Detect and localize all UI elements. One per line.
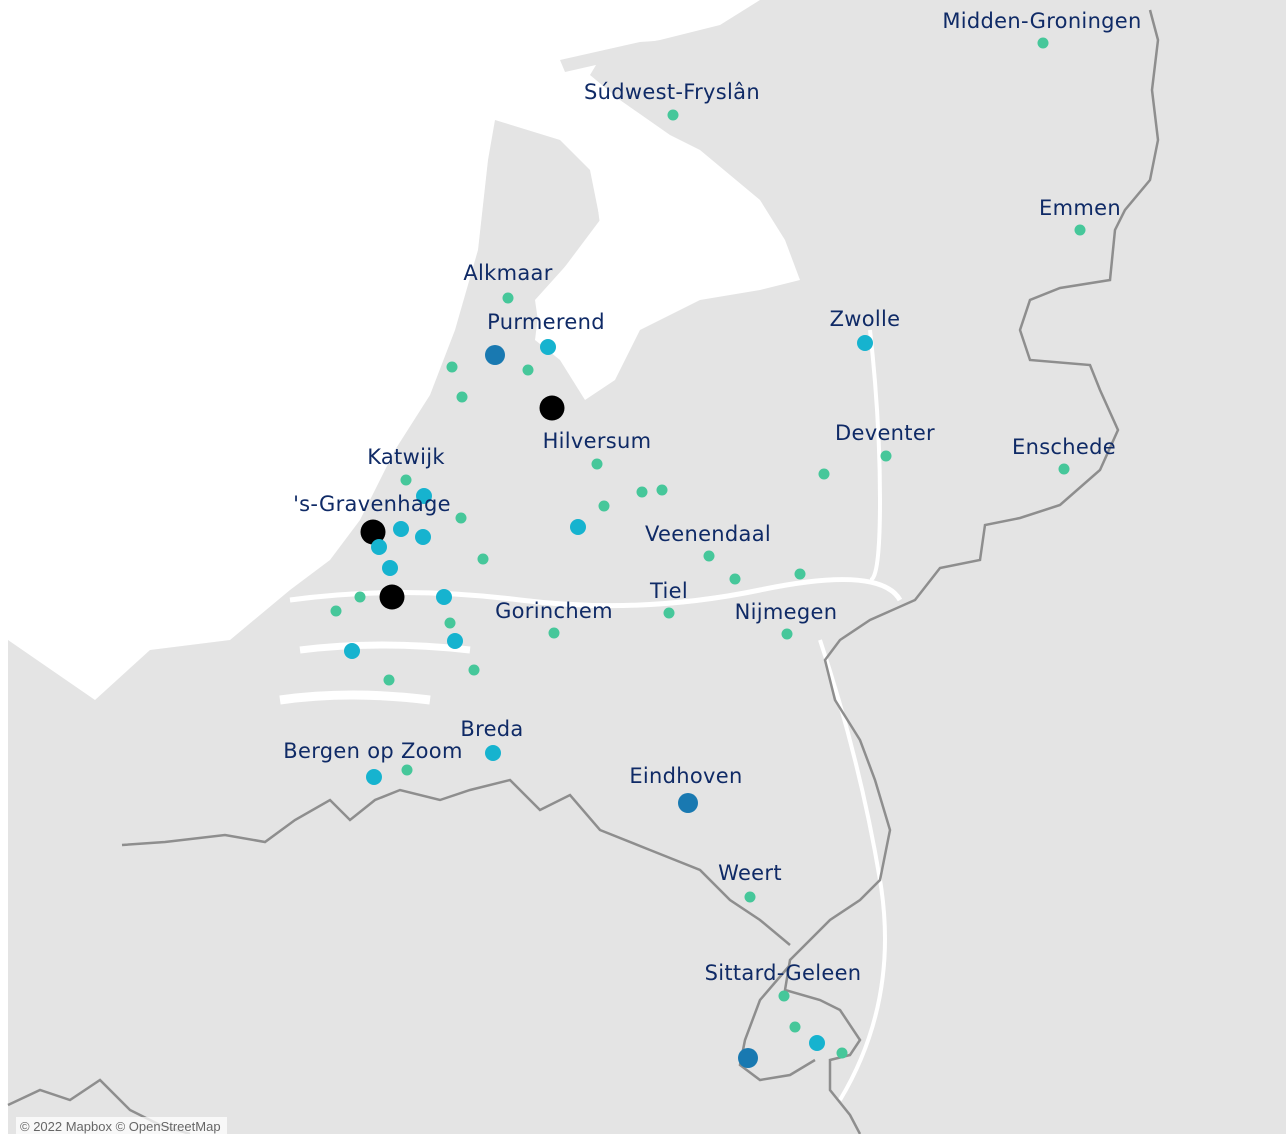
island	[720, 15, 860, 36]
city-label: Hilversum	[543, 429, 652, 453]
map-attribution[interactable]: © 2022 Mapbox © OpenStreetMap	[16, 1117, 227, 1134]
map-marker[interactable]	[446, 361, 458, 373]
map-marker[interactable]	[678, 793, 698, 813]
city-label: Bergen op Zoom	[283, 739, 462, 763]
city-label: Midden-Groningen	[942, 9, 1141, 33]
map-marker[interactable]	[738, 1048, 758, 1068]
city-label: Breda	[460, 717, 523, 741]
map-marker[interactable]	[663, 607, 675, 619]
map-marker[interactable]	[781, 628, 793, 640]
border-east	[783, 9, 1160, 1134]
map-marker[interactable]	[485, 345, 505, 365]
map-marker[interactable]	[591, 458, 603, 470]
city-label: Veenendaal	[645, 522, 771, 546]
map-marker[interactable]	[502, 292, 514, 304]
map-marker[interactable]	[354, 591, 366, 603]
map-marker[interactable]	[778, 990, 790, 1002]
map-marker[interactable]	[540, 339, 556, 355]
city-label: Alkmaar	[463, 261, 552, 285]
data-point-layer	[330, 37, 1086, 1068]
map-marker[interactable]	[667, 109, 679, 121]
map-marker[interactable]	[455, 512, 467, 524]
map-marker[interactable]	[539, 395, 565, 421]
map-marker[interactable]	[379, 584, 405, 610]
map-marker[interactable]	[809, 1035, 825, 1051]
map-marker[interactable]	[794, 568, 806, 580]
map-marker[interactable]	[383, 674, 395, 686]
map-marker[interactable]	[344, 643, 360, 659]
map-marker[interactable]	[636, 486, 648, 498]
city-label: Emmen	[1039, 196, 1121, 220]
city-label: Zwolle	[830, 307, 901, 331]
island	[560, 38, 700, 72]
map-marker[interactable]	[416, 488, 432, 504]
city-label: Weert	[718, 861, 782, 885]
map-marker[interactable]	[477, 553, 489, 565]
river	[279, 690, 431, 705]
map-marker[interactable]	[703, 550, 715, 562]
map-marker[interactable]	[857, 335, 873, 351]
city-label: Deventer	[835, 421, 935, 445]
city-label: Purmerend	[487, 310, 605, 334]
map-marker[interactable]	[444, 617, 456, 629]
map-marker[interactable]	[789, 1021, 801, 1033]
river	[299, 641, 471, 654]
city-label: Tiel	[649, 579, 688, 603]
map-marker[interactable]	[1037, 37, 1049, 49]
map-marker[interactable]	[468, 664, 480, 676]
map-marker[interactable]	[382, 560, 398, 576]
map-marker[interactable]	[436, 589, 452, 605]
map-marker[interactable]	[330, 605, 342, 617]
map-marker[interactable]	[548, 627, 560, 639]
river	[868, 329, 883, 582]
map-marker[interactable]	[818, 468, 830, 480]
map-marker[interactable]	[744, 891, 756, 903]
city-label-layer: Midden-GroningenSúdwest-FryslânEmmenAlkm…	[283, 9, 1141, 985]
map-marker[interactable]	[400, 474, 412, 486]
map-marker[interactable]	[401, 764, 413, 776]
map-marker[interactable]	[360, 519, 386, 545]
border-south	[121, 778, 791, 946]
lake-ijsselmeer	[535, 175, 650, 360]
island	[290, 630, 372, 672]
map-marker[interactable]	[836, 1047, 848, 1059]
city-label: Gorinchem	[495, 599, 613, 623]
map-marker[interactable]	[729, 573, 741, 585]
map-marker[interactable]	[485, 745, 501, 761]
map-marker[interactable]	[598, 500, 610, 512]
map-marker[interactable]	[366, 769, 382, 785]
map-marker[interactable]	[456, 391, 468, 403]
map-marker[interactable]	[415, 529, 431, 545]
map-marker[interactable]	[1058, 463, 1070, 475]
border-limburg	[738, 964, 816, 1082]
map-marker[interactable]	[570, 519, 586, 535]
city-label: Sittard-Geleen	[705, 961, 862, 985]
city-label: Enschede	[1012, 435, 1116, 459]
map-marker[interactable]	[393, 521, 409, 537]
city-label: Katwijk	[367, 445, 445, 469]
city-label: Nijmegen	[735, 600, 838, 624]
map-marker[interactable]	[447, 633, 463, 649]
map-marker[interactable]	[656, 484, 668, 496]
city-label: Súdwest-Fryslân	[584, 80, 760, 104]
city-label: Eindhoven	[629, 764, 742, 788]
land-area	[8, 0, 1286, 1134]
map-marker[interactable]	[522, 364, 534, 376]
map-marker[interactable]	[1074, 224, 1086, 236]
map-marker[interactable]	[371, 539, 387, 555]
city-label: 's-Gravenhage	[293, 492, 451, 516]
map-marker[interactable]	[880, 450, 892, 462]
